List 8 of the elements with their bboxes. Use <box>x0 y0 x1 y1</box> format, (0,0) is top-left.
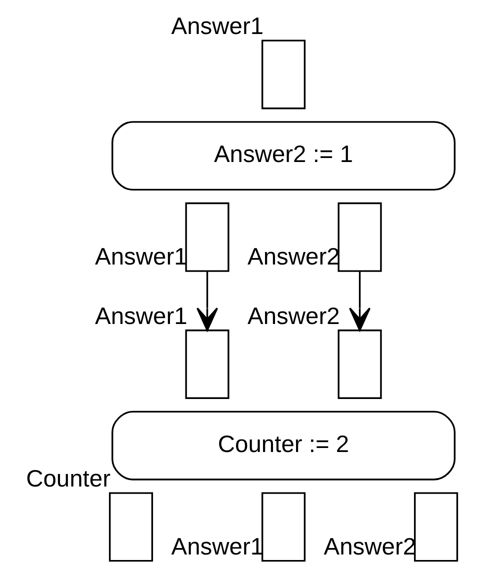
node-label: Answer1 <box>94 244 187 271</box>
node-label: Answer2 <box>247 304 340 330</box>
node-label: Counter <box>26 466 110 493</box>
node-label: Answer1 <box>170 534 264 560</box>
node-label: Answer2 <box>247 244 340 271</box>
node-label: Answer1 <box>170 14 264 40</box>
node-label: Answer1 <box>94 304 187 330</box>
node-label: Answer2 <box>323 534 416 560</box>
